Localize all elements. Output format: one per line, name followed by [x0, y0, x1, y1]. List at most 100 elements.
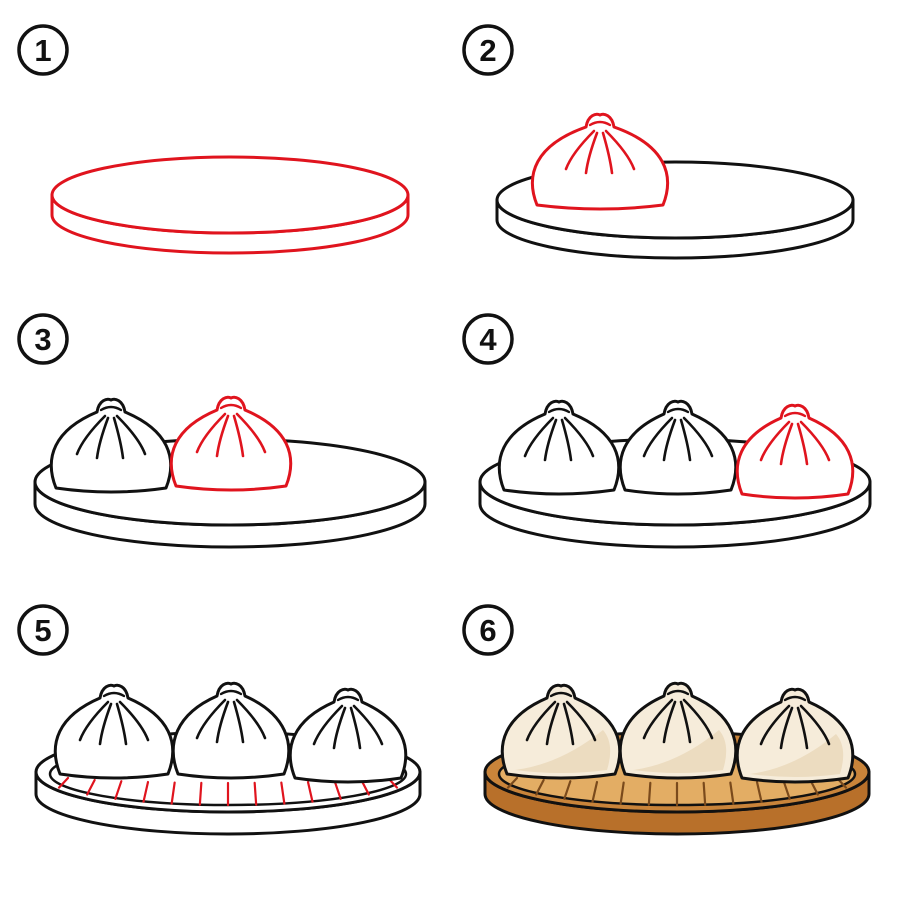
bun-pleat: [779, 706, 794, 750]
bun: [618, 681, 738, 780]
step-number-badge: 6: [462, 604, 514, 656]
plate-slat: [729, 781, 735, 805]
plate-slat: [86, 778, 96, 796]
bun-knot: [549, 691, 573, 698]
bun-pleat: [195, 412, 227, 454]
bun-pleat: [352, 704, 384, 746]
bun: [49, 397, 173, 494]
bun-pleat: [642, 416, 674, 458]
bun-pleat: [215, 700, 230, 744]
bun: [171, 681, 291, 780]
bun-knot: [219, 689, 243, 696]
plate-slat: [170, 781, 176, 805]
bun-outline: [735, 403, 855, 500]
bun-pleat: [525, 700, 557, 742]
bun-pleat: [112, 416, 125, 460]
bun-knot: [219, 403, 243, 410]
badge-circle: [17, 604, 69, 656]
bun-outline: [288, 687, 408, 784]
step-number-badge: 1: [17, 24, 69, 76]
bun: [53, 683, 175, 780]
bun-pleat: [195, 698, 227, 740]
bun-knot: [102, 691, 126, 698]
bun-pleat: [679, 700, 692, 744]
bun-knot: [547, 407, 571, 414]
bun-pleat: [563, 416, 595, 458]
bun: [500, 683, 622, 780]
plate: [50, 155, 410, 255]
bun: [288, 687, 408, 784]
bun-pleat: [312, 704, 344, 746]
bun-pleat: [796, 706, 809, 750]
bun-pleat: [642, 698, 674, 740]
bun-knot: [99, 405, 123, 412]
bun: [497, 399, 621, 496]
bun: [618, 399, 738, 496]
plate-slat: [142, 780, 150, 803]
plate-slat: [198, 781, 203, 806]
bun-pleat: [78, 700, 110, 742]
plate-slat: [647, 781, 652, 806]
step-number: 3: [34, 322, 51, 357]
bun-outline: [49, 397, 173, 494]
bun-pleat: [584, 131, 599, 175]
step-number: 6: [479, 613, 496, 648]
step-3-panel: 3: [17, 313, 427, 549]
badge-circle: [462, 313, 514, 365]
plate-slat: [702, 781, 707, 806]
bun-pleat: [779, 422, 794, 466]
step-4-panel: 4: [462, 313, 872, 549]
bun-pleat: [332, 706, 347, 750]
bun-pleat: [523, 416, 555, 458]
step-number-badge: 5: [17, 604, 69, 656]
step-number: 5: [34, 613, 51, 648]
bun-pleat: [349, 706, 362, 750]
bun-pleat: [662, 418, 677, 462]
bun-pleat: [564, 129, 596, 171]
step-number: 2: [479, 33, 496, 68]
bun-pleat: [118, 700, 150, 742]
plate-slat: [57, 776, 70, 789]
bun-outline: [497, 399, 621, 496]
step-1-panel: 1: [17, 24, 410, 255]
plate-slat: [563, 780, 572, 800]
bun-pleat: [98, 702, 113, 746]
bun-pleat: [799, 704, 831, 746]
bun-pleat: [215, 414, 230, 458]
bun-knot: [588, 120, 612, 127]
step-6-panel: 6: [462, 604, 871, 836]
bun-outline: [618, 399, 738, 496]
step-number-badge: 2: [462, 24, 514, 76]
badge-circle: [17, 24, 69, 76]
bun-pleat: [95, 416, 110, 460]
plate-slat: [755, 780, 763, 803]
bun-pleat: [604, 129, 636, 171]
plate-slat: [306, 780, 314, 803]
step-number: 4: [479, 322, 497, 357]
plate-slat: [535, 778, 545, 796]
step-number-badge: 3: [17, 313, 69, 365]
badge-circle: [462, 604, 514, 656]
bun: [169, 395, 293, 492]
bun-pleat: [682, 698, 714, 740]
plate-slat: [591, 780, 599, 803]
bun-pleat: [115, 702, 128, 746]
bun-pleat: [235, 412, 267, 454]
plate-slat: [114, 780, 123, 800]
bun-outline: [169, 395, 293, 492]
bun-shade: [750, 734, 844, 777]
bun-outline: [53, 683, 175, 780]
plate-slat: [619, 781, 625, 805]
bun-pleat: [679, 418, 692, 462]
bun: [735, 687, 855, 784]
bun-outline: [171, 681, 291, 780]
bun-pleat: [545, 702, 560, 746]
bun-pleat: [560, 418, 573, 462]
step-5-panel: 5: [17, 604, 422, 836]
bun-pleat: [799, 420, 831, 462]
bun-shade: [633, 730, 727, 773]
bun-pleat: [682, 416, 714, 458]
step-number-badge: 4: [462, 313, 514, 365]
bun: [530, 112, 670, 211]
step-number: 1: [34, 33, 51, 68]
